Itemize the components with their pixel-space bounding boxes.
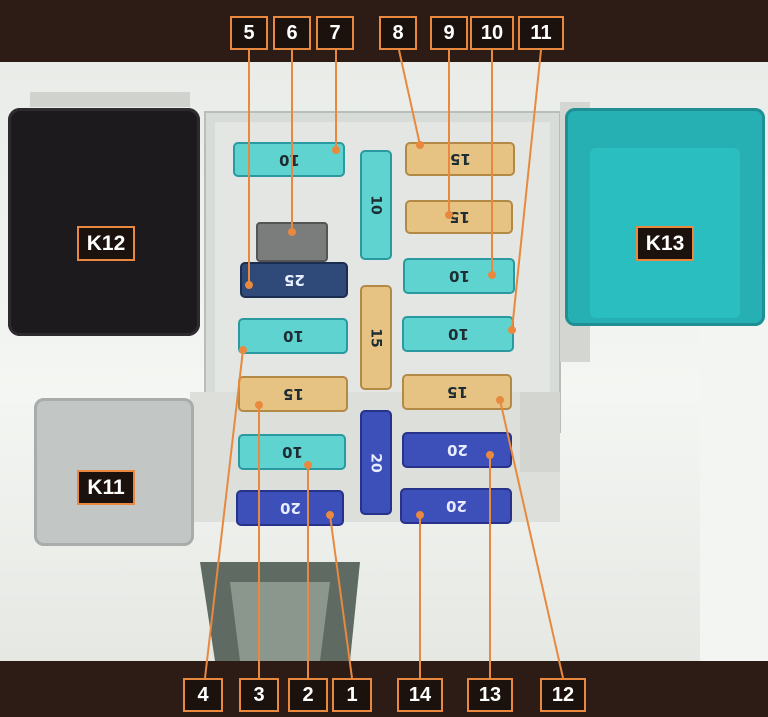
callout-8: 8 <box>379 16 417 50</box>
callout-11: 11 <box>518 16 564 50</box>
fuse-vertical-middle: 15 <box>360 285 392 390</box>
relay-label-k13: K13 <box>636 226 694 261</box>
callout-1: 1 <box>332 678 372 712</box>
fuse-3: 15 <box>238 376 348 412</box>
relay-label-k12: K12 <box>77 226 135 261</box>
callout-14: 14 <box>397 678 443 712</box>
callout-7: 7 <box>316 16 354 50</box>
callout-10: 10 <box>470 16 514 50</box>
callout-5: 5 <box>230 16 268 50</box>
callout-9: 9 <box>430 16 468 50</box>
callout-3: 3 <box>239 678 279 712</box>
fuse-vertical-bottom: 20 <box>360 410 392 515</box>
callout-2: 2 <box>288 678 328 712</box>
fuse-14: 20 <box>400 488 512 524</box>
fuse-5: 25 <box>240 262 348 298</box>
bottom-label-band <box>0 661 768 717</box>
callout-6: 6 <box>273 16 311 50</box>
callout-13: 13 <box>467 678 513 712</box>
callout-4: 4 <box>183 678 223 712</box>
fuse-2: 10 <box>238 434 346 470</box>
fuse-10: 10 <box>403 258 515 294</box>
fuse-vertical-top: 10 <box>360 150 392 260</box>
fuse-13: 20 <box>402 432 512 468</box>
relay-k12 <box>8 108 200 336</box>
fuse-1: 20 <box>236 490 344 526</box>
relay-label-k11: K11 <box>77 470 135 505</box>
fuse-8: 15 <box>405 142 515 176</box>
fuse-4: 10 <box>238 318 348 354</box>
fuse-6-slot <box>256 222 328 262</box>
fuse-7: 10 <box>233 142 345 177</box>
fuse-11: 10 <box>402 316 514 352</box>
fuse-12: 15 <box>402 374 512 410</box>
fuse-9: 15 <box>405 200 513 234</box>
callout-12: 12 <box>540 678 586 712</box>
